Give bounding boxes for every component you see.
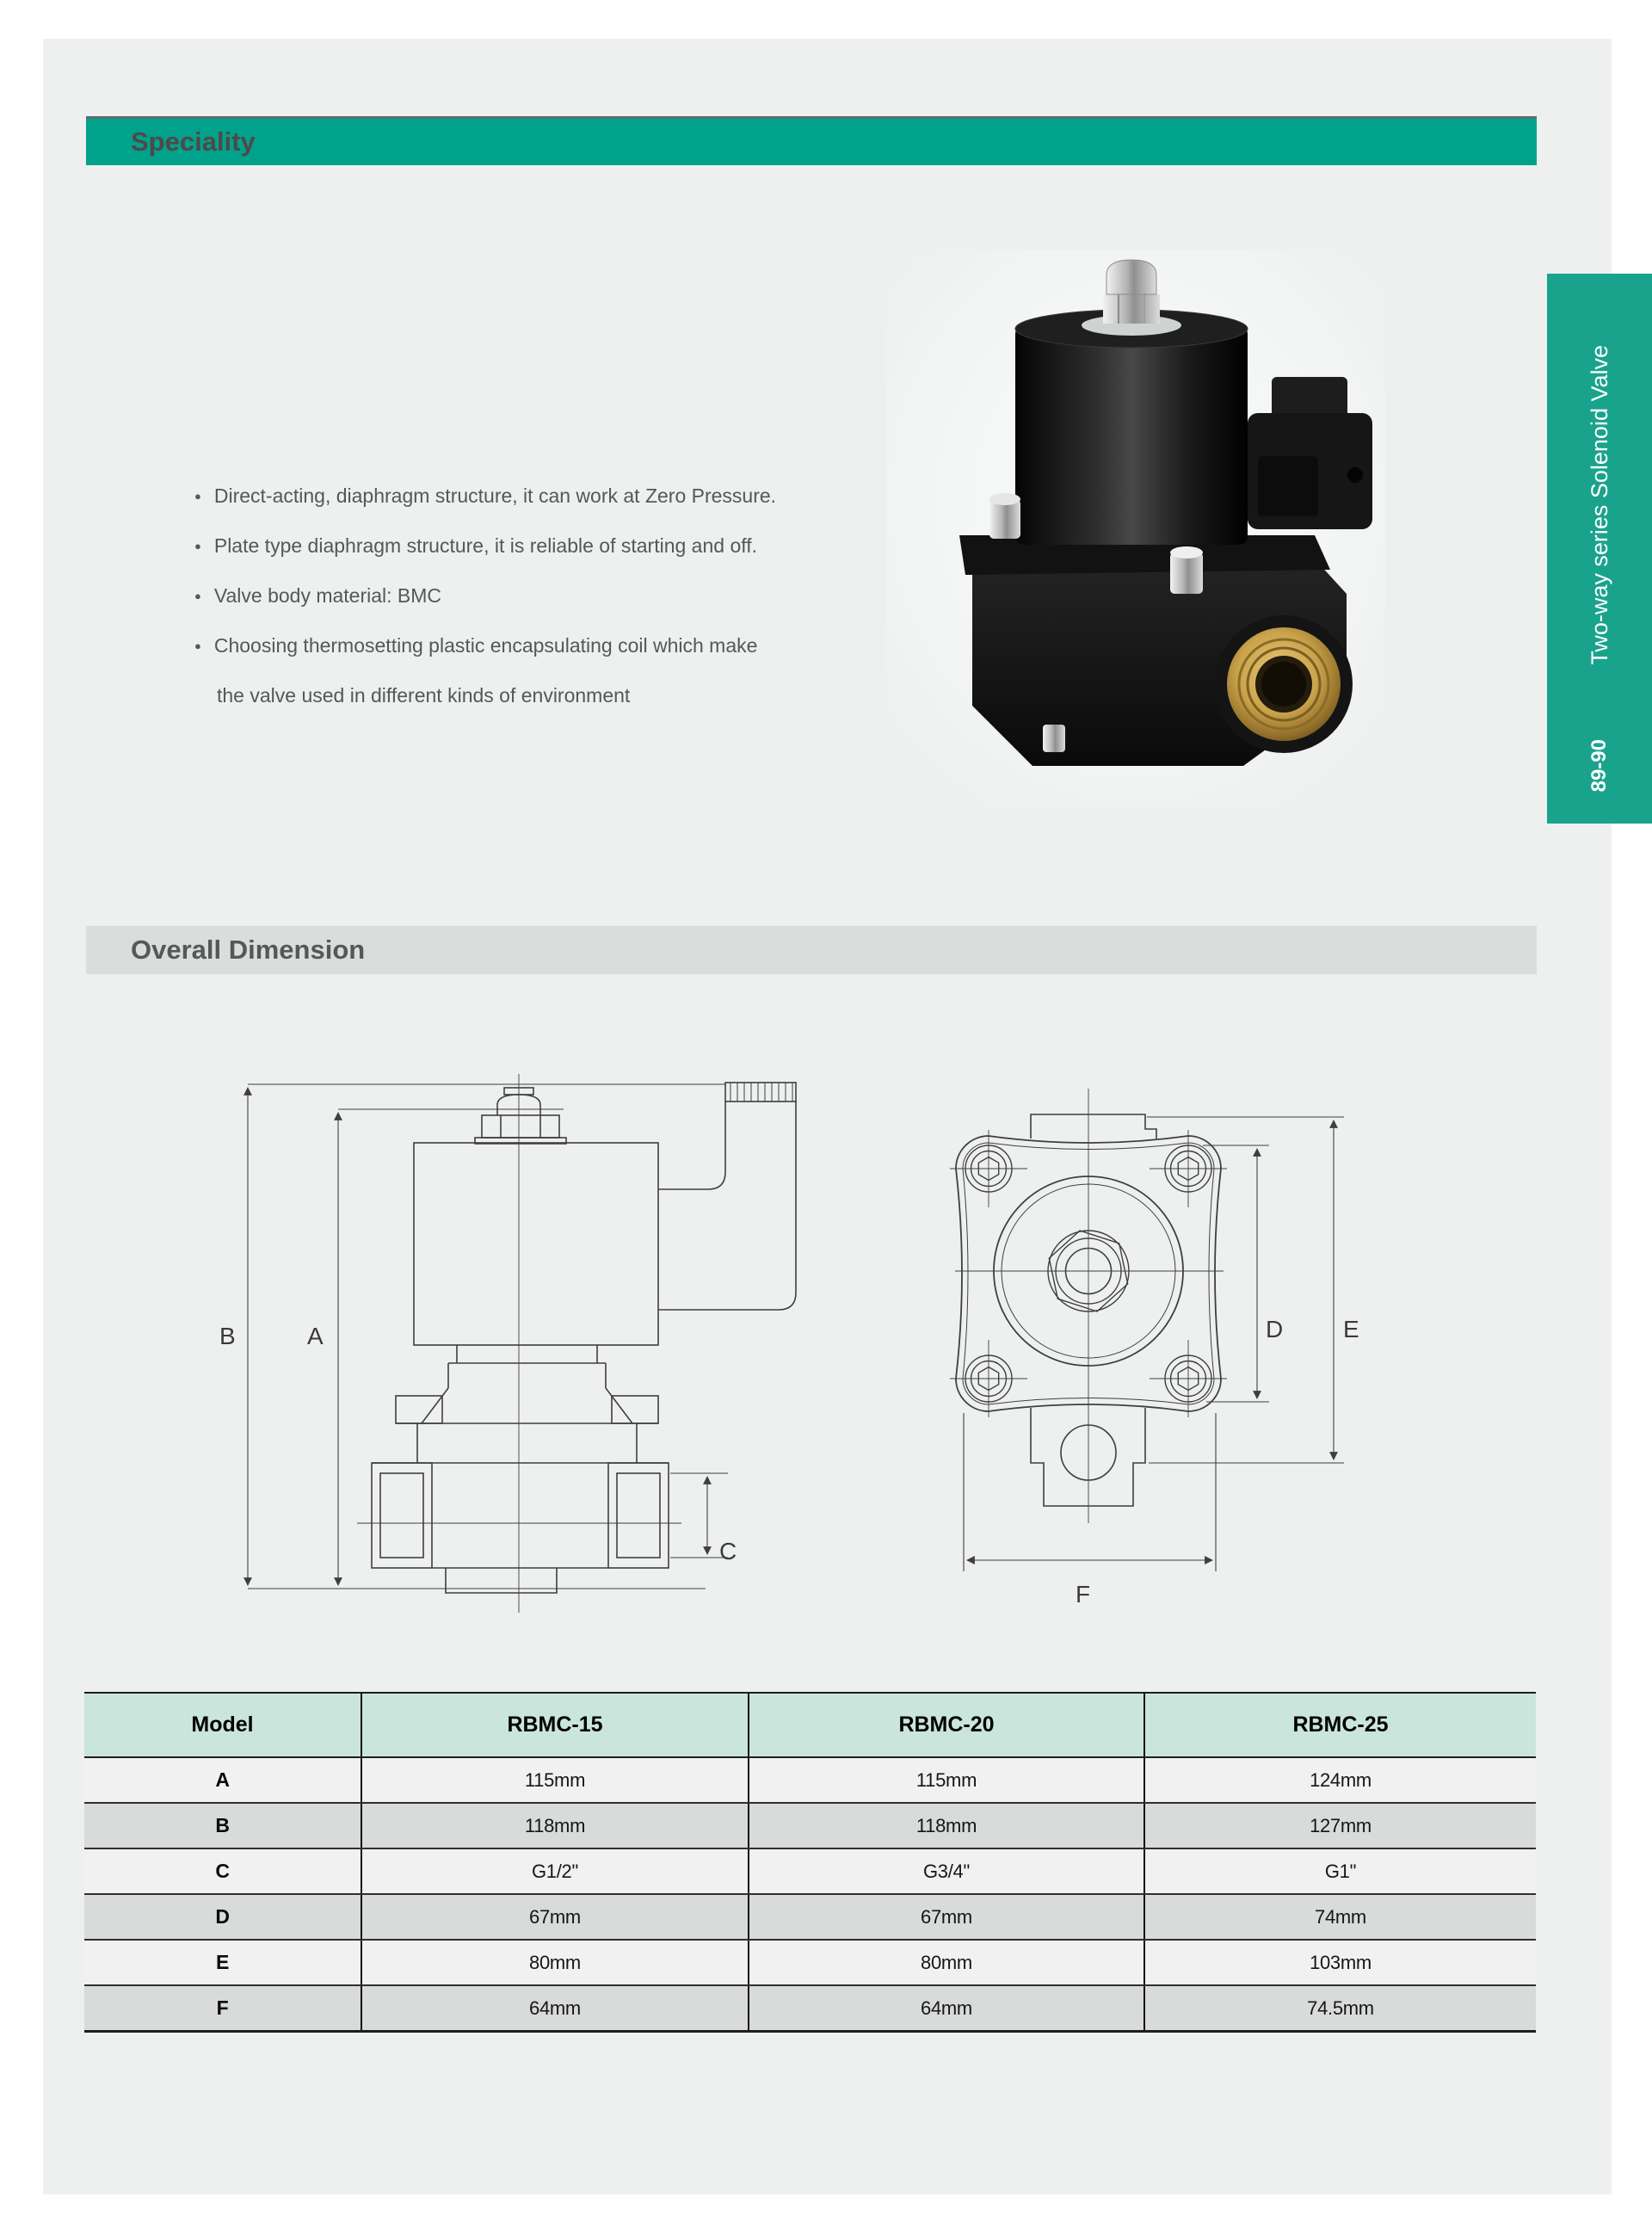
- table-row: D 67mm 67mm 74mm: [84, 1895, 1536, 1941]
- dimension-label-f: F: [1076, 1581, 1091, 1608]
- solenoid-valve-photo: [886, 250, 1385, 809]
- feature-item-continuation: the valve used in different kinds of env…: [194, 670, 934, 720]
- bullet-icon: ●: [194, 539, 201, 552]
- table-header-rbmc20: RBMC-20: [748, 1694, 1143, 1756]
- cell-value: 67mm: [748, 1895, 1143, 1939]
- cell-value: 64mm: [748, 1986, 1143, 2030]
- speciality-title: Speciality: [131, 127, 256, 157]
- cell-value: 80mm: [748, 1941, 1143, 1984]
- page-range-vertical: 89-90: [1587, 739, 1611, 793]
- dimension-label-a: A: [307, 1323, 324, 1349]
- series-title-vertical: Two-way series Solenoid Valve: [1586, 345, 1612, 665]
- feature-text: the valve used in different kinds of env…: [217, 683, 631, 707]
- dimension-label-c: C: [719, 1538, 737, 1564]
- table-row: E 80mm 80mm 103mm: [84, 1941, 1536, 1986]
- bullet-icon: ●: [194, 589, 201, 602]
- cell-value: 74mm: [1143, 1895, 1536, 1939]
- feature-text: Direct-acting, diaphragm structure, it c…: [213, 484, 777, 507]
- feature-text: Valve body material: BMC: [213, 583, 442, 607]
- feature-list: ● Direct-acting, diaphragm structure, it…: [194, 471, 934, 720]
- table-row: F 64mm 64mm 74.5mm: [84, 1986, 1536, 2030]
- side-tab: Two-way series Solenoid Valve 89-90: [1547, 274, 1652, 824]
- dimension-table: Model RBMC-15 RBMC-20 RBMC-25 A 115mm 11…: [84, 1692, 1536, 2033]
- dimension-label-d: D: [1266, 1316, 1284, 1342]
- cell-value: 80mm: [361, 1941, 748, 1984]
- feature-item: ● Direct-acting, diaphragm structure, it…: [194, 471, 934, 521]
- cell-value: 118mm: [361, 1804, 748, 1848]
- cell-value: 103mm: [1143, 1941, 1536, 1984]
- row-label: B: [215, 1814, 230, 1836]
- product-photo: [886, 250, 1385, 809]
- cell-value: 74.5mm: [1143, 1986, 1536, 2030]
- cell-value: G1": [1143, 1849, 1536, 1893]
- side-view-drawing: [243, 1074, 797, 1613]
- row-label: A: [215, 1768, 230, 1791]
- overall-dimension-title: Overall Dimension: [131, 935, 366, 965]
- feature-item: ● Choosing thermosetting plastic encapsu…: [194, 620, 934, 670]
- cell-value: 124mm: [1143, 1758, 1536, 1802]
- feature-text: Choosing thermosetting plastic encapsula…: [213, 633, 758, 657]
- feature-item: ● Plate type diaphragm structure, it is …: [194, 521, 934, 571]
- feature-text: Plate type diaphragm structure, it is re…: [213, 534, 757, 557]
- cell-value: 127mm: [1143, 1804, 1536, 1848]
- table-header-rbmc15: RBMC-15: [361, 1694, 748, 1756]
- row-label: D: [215, 1905, 230, 1928]
- cell-value: 115mm: [361, 1758, 748, 1802]
- cell-value: 118mm: [748, 1804, 1143, 1848]
- speciality-header-bar: Speciality: [86, 116, 1537, 165]
- table-row: C G1/2" G3/4" G1": [84, 1849, 1536, 1895]
- row-label: F: [216, 1996, 229, 2019]
- cell-value: 115mm: [748, 1758, 1143, 1802]
- table-row: A 115mm 115mm 124mm: [84, 1758, 1536, 1804]
- overall-dimension-header-bar: Overall Dimension: [86, 926, 1537, 974]
- feature-item: ● Valve body material: BMC: [194, 571, 934, 620]
- row-label: E: [215, 1951, 230, 1973]
- table-header-model: Model: [191, 1713, 254, 1737]
- cell-value: G1/2": [361, 1849, 748, 1893]
- dimension-label-e: E: [1343, 1316, 1359, 1342]
- cell-value: G3/4": [748, 1849, 1143, 1893]
- table-header-row: Model RBMC-15 RBMC-20 RBMC-25: [84, 1694, 1536, 1758]
- cell-value: 67mm: [361, 1895, 748, 1939]
- front-view-drawing: [950, 1089, 1344, 1571]
- dimension-label-b: B: [219, 1323, 236, 1349]
- cell-value: 64mm: [361, 1986, 748, 2030]
- table-row: B 118mm 118mm 127mm: [84, 1804, 1536, 1849]
- table-header-rbmc25: RBMC-25: [1143, 1694, 1536, 1756]
- bullet-icon: ●: [194, 489, 201, 503]
- row-label: C: [215, 1860, 230, 1882]
- bullet-icon: ●: [194, 639, 201, 652]
